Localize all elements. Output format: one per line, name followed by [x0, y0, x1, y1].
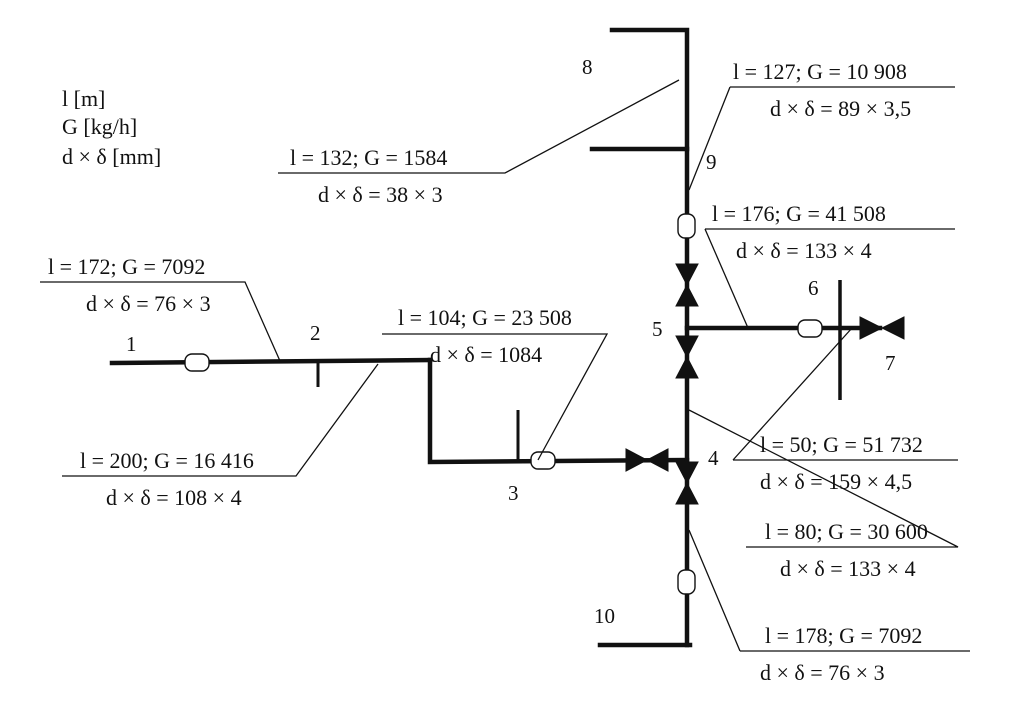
node-9: 9 — [706, 150, 717, 174]
node-5: 5 — [652, 317, 663, 341]
valve-3b — [645, 448, 669, 472]
meter-10 — [677, 569, 696, 595]
pipe-2-3 — [427, 357, 690, 465]
valve-riser-6 — [675, 481, 699, 505]
section-104-bottom: d × δ = 1084 — [430, 342, 542, 367]
section-50-bottom: d × δ = 159 × 4,5 — [760, 469, 912, 494]
valve-riser-3 — [675, 335, 699, 359]
node-4: 4 — [708, 446, 719, 470]
section-80-top: l = 80; G = 30 600 — [765, 519, 928, 544]
leader-section-127-b — [688, 86, 731, 191]
meter-9 — [677, 213, 696, 239]
valve-7 — [859, 316, 884, 340]
meter-1-2 — [184, 353, 210, 372]
node-1: 1 — [126, 332, 137, 356]
leader-section-50 — [732, 327, 958, 461]
pipe-riser — [609, 27, 690, 648]
leaders — [40, 79, 970, 652]
flow-meters — [184, 213, 823, 595]
leader-section-178 — [688, 529, 970, 652]
leader-section-104 — [382, 333, 609, 461]
leader-section-132 — [278, 79, 680, 174]
meter-6 — [797, 319, 823, 338]
legend-length: l [m] — [62, 86, 105, 111]
section-172-bottom: d × δ = 76 × 3 — [86, 291, 211, 316]
valve-riser-1 — [675, 263, 699, 287]
node-7: 7 — [885, 351, 896, 375]
pipe-1-2 — [109, 357, 433, 366]
legend: l [m] G [kg/h] d × δ [mm] — [62, 86, 161, 169]
valve-riser-5 — [675, 461, 699, 485]
node-8: 8 — [582, 55, 593, 79]
section-127-top: l = 127; G = 10 908 — [733, 59, 907, 84]
leader-section-172 — [40, 281, 281, 362]
node-2: 2 — [310, 321, 321, 345]
node-6: 6 — [808, 276, 819, 300]
legend-diameter: d × δ [mm] — [62, 144, 161, 169]
leader-section-80 — [688, 409, 959, 548]
section-132-bottom: d × δ = 38 × 3 — [318, 182, 443, 207]
pipes — [109, 27, 883, 648]
leader-section-200 — [62, 363, 379, 477]
node-numbers: 1 2 3 4 5 6 7 8 9 10 — [126, 55, 896, 628]
section-132-top: l = 132; G = 1584 — [290, 145, 447, 170]
legend-flow: G [kg/h] — [62, 114, 137, 139]
node-10: 10 — [594, 604, 615, 628]
valves — [625, 263, 905, 505]
valve-riser-4 — [675, 355, 699, 379]
section-80-bottom: d × δ = 133 × 4 — [780, 556, 916, 581]
section-178-top: l = 178; G = 7092 — [765, 623, 922, 648]
section-127-bottom: d × δ = 89 × 3,5 — [770, 96, 911, 121]
section-50-top: l = 50; G = 51 732 — [760, 432, 923, 457]
section-176-top: l = 176; G = 41 508 — [712, 201, 886, 226]
section-104-top: l = 104; G = 23 508 — [398, 305, 572, 330]
leader-section-176-b — [704, 228, 749, 329]
section-178-bottom: d × δ = 76 × 3 — [760, 660, 885, 685]
stubs — [316, 362, 520, 460]
section-labels: l = 172; G = 7092 d × δ = 76 × 3 l = 200… — [48, 59, 928, 685]
section-172-top: l = 172; G = 7092 — [48, 254, 205, 279]
meter-3 — [530, 451, 556, 470]
node-3: 3 — [508, 481, 519, 505]
section-200-top: l = 200; G = 16 416 — [80, 448, 254, 473]
valve-7b — [880, 316, 905, 340]
section-200-bottom: d × δ = 108 × 4 — [106, 485, 242, 510]
valve-riser-2 — [675, 283, 699, 307]
valve-3 — [625, 448, 649, 472]
section-176-bottom: d × δ = 133 × 4 — [736, 238, 872, 263]
